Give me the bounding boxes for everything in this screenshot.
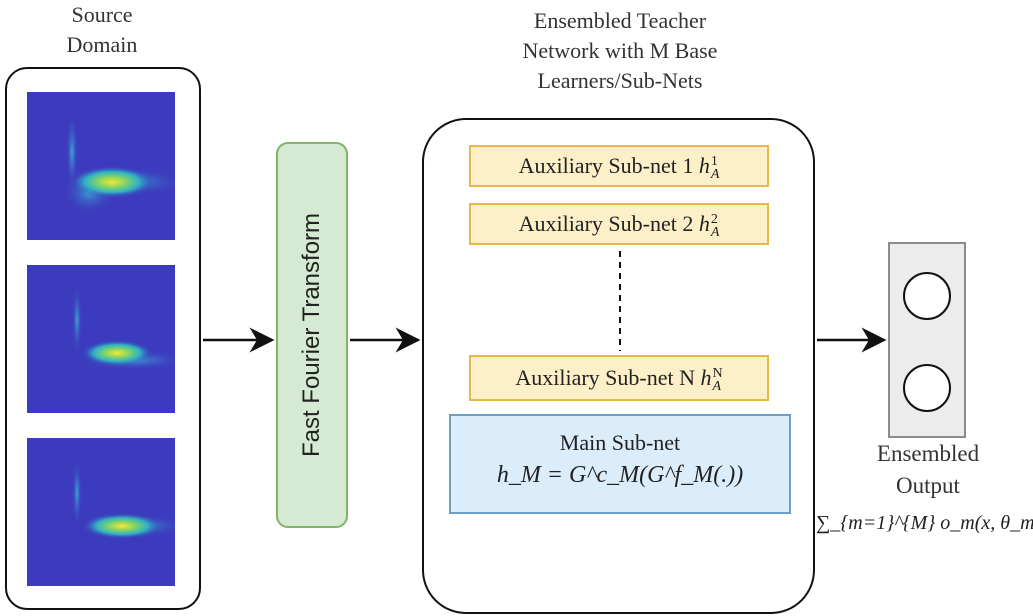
aux-2-symbol-base: h bbox=[698, 211, 710, 236]
output-neuron-2 bbox=[903, 364, 951, 412]
teacher-title-line2: Network with M Base bbox=[522, 38, 718, 63]
aux-1-symbol-sup: 1 bbox=[710, 153, 718, 169]
dashed-connector bbox=[619, 251, 621, 351]
teacher-title-line1: Ensembled Teacher bbox=[533, 8, 707, 33]
aux-n-symbol-base: h bbox=[700, 365, 712, 390]
main-subnet-label: Main Sub-net bbox=[559, 430, 681, 455]
aux-1-label: Auxiliary Sub-net 1 bbox=[518, 153, 694, 178]
fft-block bbox=[276, 142, 348, 528]
aux-n-label: Auxiliary Sub-net N bbox=[515, 365, 696, 390]
main-subnet-formula: h_M = G^c_M(G^f_M(.)) bbox=[496, 462, 744, 488]
output-title: Ensembled Output bbox=[840, 438, 1016, 502]
source-title-line2: Domain bbox=[66, 32, 138, 57]
aux-n-symbol-sub: A bbox=[712, 378, 722, 394]
teacher-title-line3: Learners/Sub-Nets bbox=[537, 68, 703, 93]
spectrogram-image-3 bbox=[27, 438, 175, 586]
aux-1-symbol-base: h bbox=[698, 153, 710, 178]
aux-n-symbol-sup: N bbox=[712, 365, 723, 381]
aux-2-symbol-sub: A bbox=[710, 224, 720, 240]
output-title-line2: Output bbox=[896, 473, 960, 498]
main-subnet: Main Sub-net h_M = G^c_M(G^f_M(.)) bbox=[449, 414, 791, 514]
aux-1-symbol-sub: A bbox=[710, 166, 720, 182]
aux-2-symbol-sup: 2 bbox=[710, 211, 718, 227]
output-formula: ∑_{m=1}^{M} o_m(x, θ_m) bbox=[816, 512, 1033, 534]
output-title-line1: Ensembled bbox=[876, 441, 980, 466]
output-neuron-1 bbox=[903, 272, 951, 320]
spectrogram-image-1 bbox=[27, 92, 175, 240]
source-title-line1: Source bbox=[71, 2, 133, 27]
spectrogram-image-2 bbox=[27, 265, 175, 413]
source-domain-title: Source Domain bbox=[40, 0, 164, 60]
teacher-network-title: Ensembled Teacher Network with M Base Le… bbox=[452, 6, 788, 96]
aux-2-label: Auxiliary Sub-net 2 bbox=[518, 211, 694, 236]
